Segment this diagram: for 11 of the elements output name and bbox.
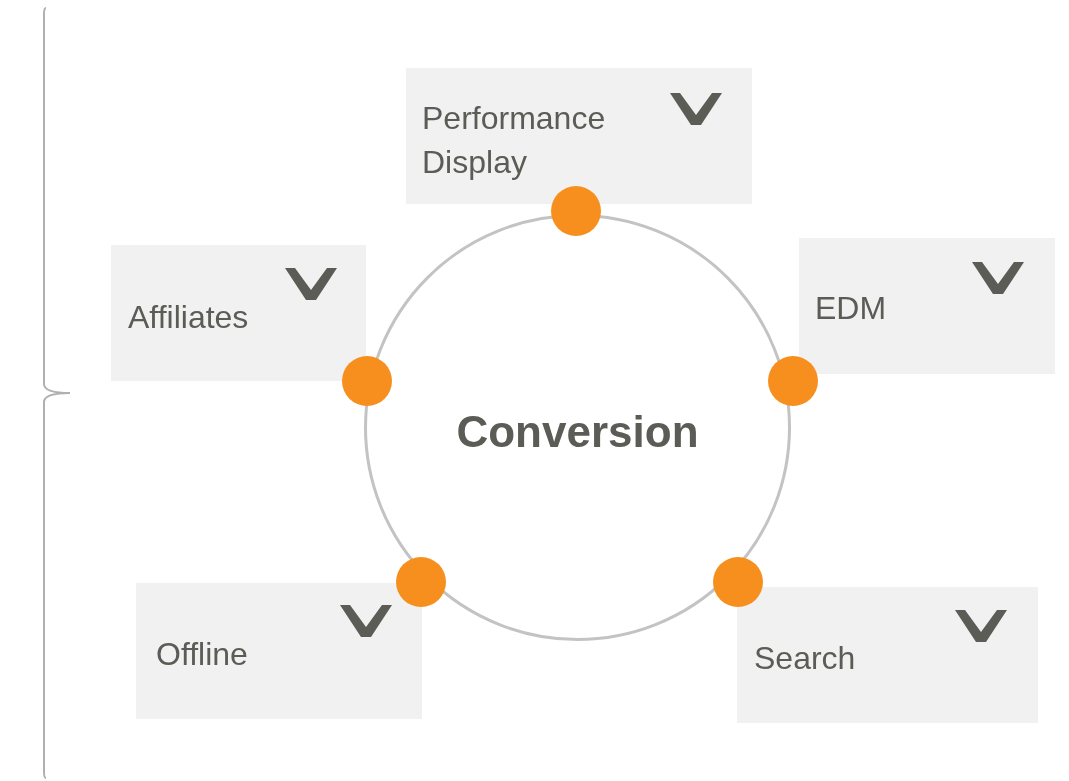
channel-box bbox=[136, 583, 422, 719]
channel-box bbox=[737, 587, 1038, 723]
channel-box bbox=[111, 245, 366, 381]
channel-label: Performance Display bbox=[422, 99, 607, 182]
center-label: Conversion bbox=[456, 406, 699, 457]
channel-label: Search bbox=[754, 639, 857, 678]
channel-label: Offline bbox=[156, 635, 249, 674]
channel-label: EDM bbox=[815, 289, 888, 328]
channel-box bbox=[406, 68, 752, 204]
channel-box bbox=[799, 238, 1055, 374]
channel-label: Affiliates bbox=[128, 298, 250, 337]
